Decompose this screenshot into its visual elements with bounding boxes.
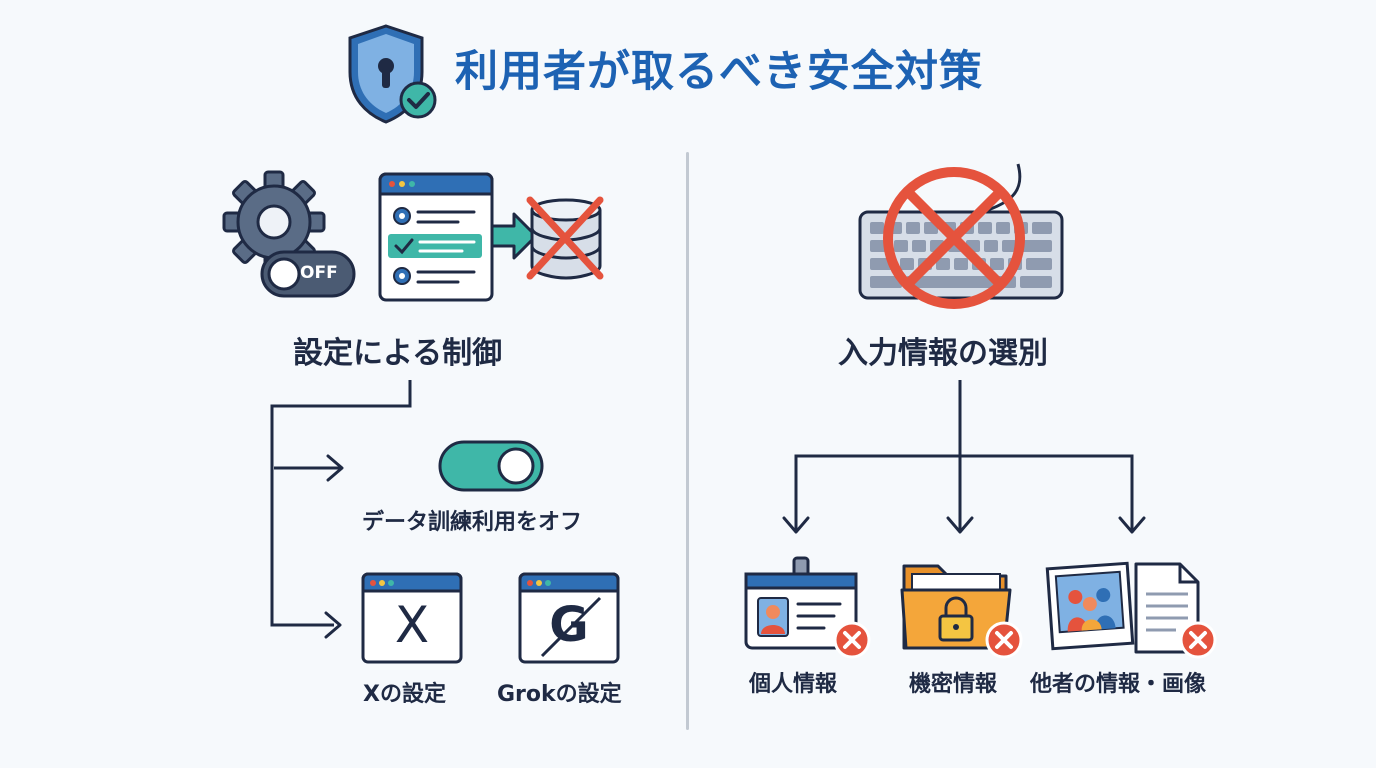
page-title: 利用者が取るべき安全対策	[455, 47, 983, 97]
x-logo-icon: X	[394, 596, 430, 654]
confidential-info-label: 機密情報	[909, 672, 998, 697]
id-card-icon	[744, 556, 871, 659]
x-settings-label: Xの設定	[363, 682, 446, 707]
prohibited-keyboard-icon	[858, 163, 1064, 309]
toggle-on-icon[interactable]	[438, 440, 544, 492]
others-info-label: 他者の情報・画像	[1030, 672, 1207, 697]
left-heading: 設定による制御	[293, 336, 503, 371]
settings-window-icon	[378, 172, 494, 302]
grok-settings-window-icon[interactable]	[518, 572, 620, 664]
section-divider	[686, 152, 689, 730]
photo-document-icon	[1045, 561, 1217, 659]
locked-folder-icon	[900, 564, 1023, 659]
grok-settings-label: Grokの設定	[497, 682, 622, 707]
personal-info-label: 個人情報	[749, 672, 838, 697]
shield-check-icon	[348, 24, 437, 124]
grok-logo-icon: G	[549, 597, 589, 653]
right-flow-connector	[782, 380, 1146, 534]
toggle-off-icon	[260, 250, 356, 298]
data-training-off-label: データ訓練利用をオフ	[362, 510, 583, 535]
x-settings-window-icon[interactable]	[361, 572, 463, 664]
blocked-database-icon	[490, 196, 604, 280]
left-flow-connector	[270, 380, 412, 639]
toggle-off-badge: OFF	[300, 263, 338, 283]
right-heading: 入力情報の選別	[838, 336, 1048, 371]
